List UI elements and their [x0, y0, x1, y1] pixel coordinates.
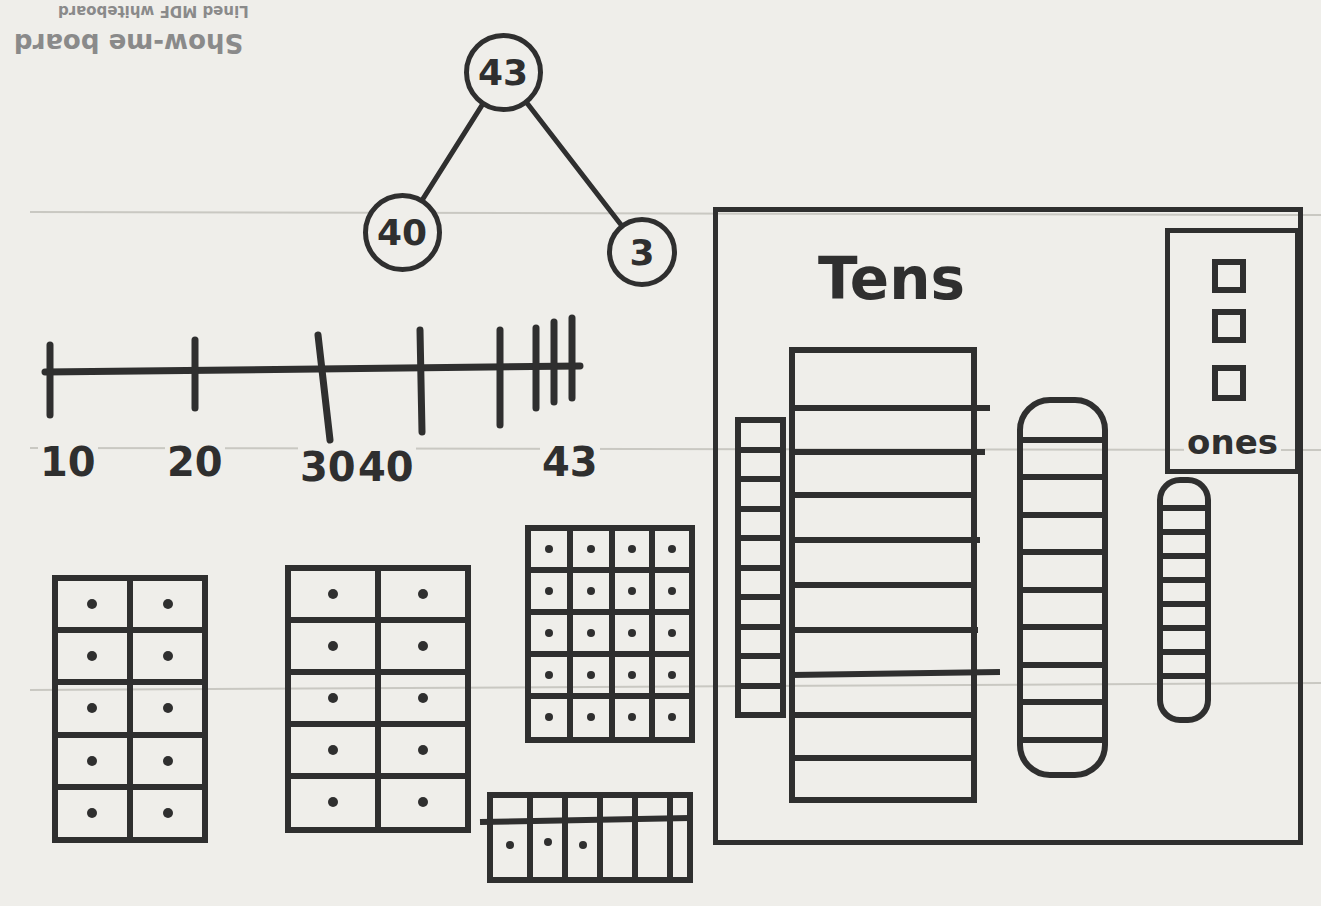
- number-line-label: 20: [165, 440, 225, 484]
- counter-dots: [87, 545, 676, 849]
- place-value-chart: Tens ones: [713, 207, 1303, 845]
- brand-watermark: Lined MDF whiteboard: [58, 2, 249, 20]
- circle-number: 43: [478, 52, 528, 93]
- number-line-label: 43: [540, 440, 600, 484]
- circle-number: 3: [629, 232, 654, 273]
- number-line-label: 30: [298, 445, 358, 489]
- number-line-label: 10: [38, 440, 98, 484]
- part-whole-link: [423, 105, 482, 198]
- circle-number: 40: [377, 212, 427, 253]
- ruled-lines: [30, 212, 1321, 690]
- column-heading: Tens: [815, 248, 968, 312]
- part-whole-link: [527, 103, 620, 224]
- number-line: [45, 318, 580, 440]
- part-circle: 40: [363, 193, 442, 272]
- brand-watermark: Show-me board: [14, 28, 243, 58]
- ones-column: ones: [1165, 228, 1300, 474]
- column-heading: ones: [1184, 424, 1281, 461]
- ten-frames: [55, 528, 692, 880]
- part-circle: 3: [607, 217, 677, 287]
- number-line-label: 40: [356, 445, 416, 489]
- whole-circle: 43: [464, 33, 543, 112]
